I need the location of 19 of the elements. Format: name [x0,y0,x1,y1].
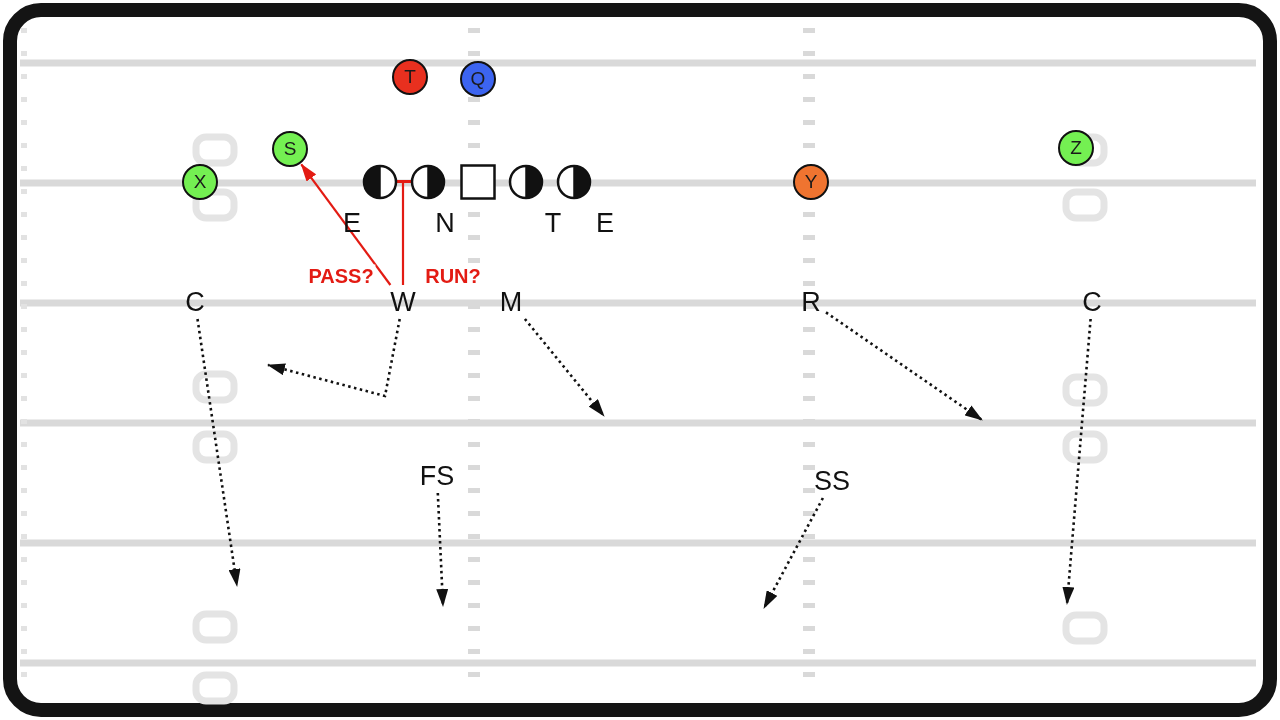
position-letter: N [435,209,455,237]
dotted-route-arrow [1062,318,1092,605]
defender-label: C [1079,288,1105,316]
defender-label: SS [811,467,853,495]
dotted-route-arrow [523,318,605,417]
defender-label: C [182,288,208,316]
defender-label: R [799,288,823,316]
defender-label: M [497,288,525,316]
dotted-route-arrow [762,497,825,609]
position-letter: E [343,209,361,237]
read-arrow [300,163,392,286]
dotted-route-arrow [436,492,449,607]
dotted-route-arrow [825,311,983,422]
defender-label: W [388,288,418,316]
position-letter: T [544,209,562,237]
dotted-route-arrow [196,318,241,587]
position-letter: E [596,209,614,237]
defender-label: FS [416,462,458,490]
dotted-route-arrow [267,318,401,398]
